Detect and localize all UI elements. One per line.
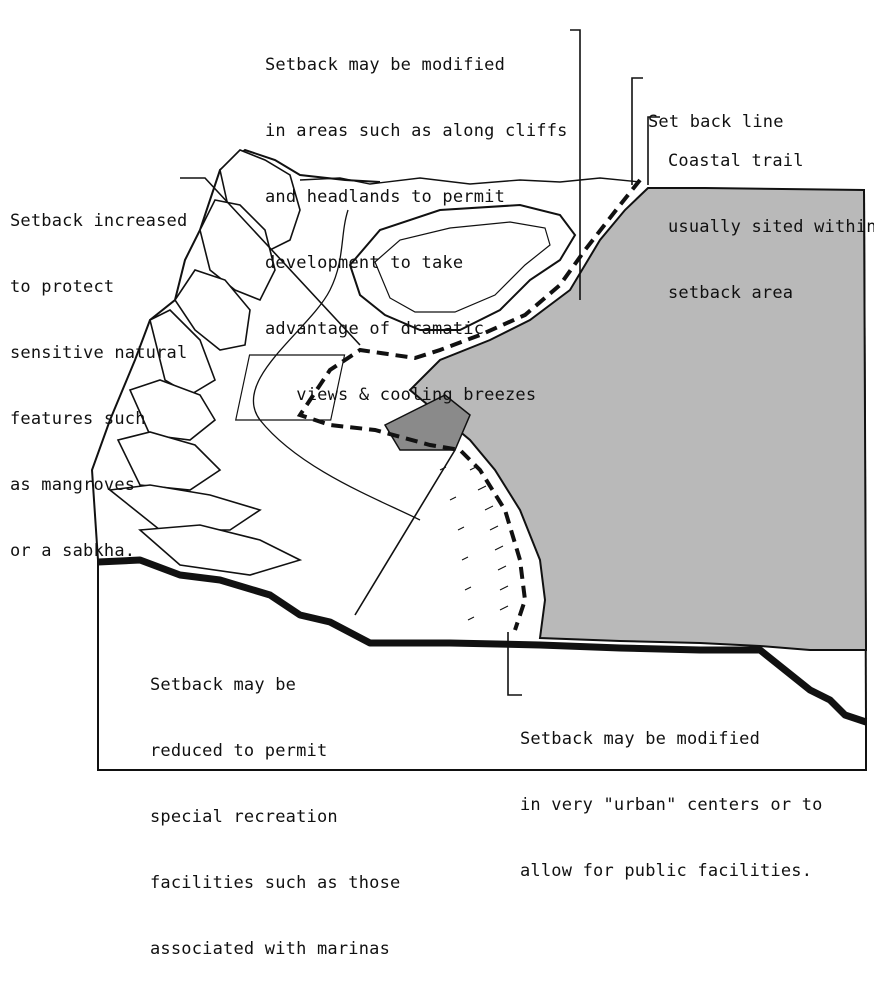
annotation-cliffs: Setback may be modified in areas such as…	[265, 10, 568, 428]
annotation-coastal-trail-line: usually sited within	[668, 216, 874, 238]
annotation-increased-line: sensitive natural	[10, 342, 187, 364]
annotation-urban-line: allow for public facilities.	[520, 860, 823, 882]
annotation-increased-line: to protect	[10, 276, 187, 298]
annotation-reduced-line: Setback may be	[150, 674, 400, 696]
annotation-reduced-line: reduced to permit	[150, 740, 400, 762]
annotation-reduced-line: special recreation	[150, 806, 400, 828]
annotation-setback-reduced: Setback may be reduced to permit special…	[150, 630, 400, 982]
annotation-reduced-line: associated with marinas	[150, 938, 400, 960]
annotation-urban-line: Setback may be modified	[520, 728, 823, 750]
annotation-cliffs-line: views & cooling breezes	[265, 384, 568, 406]
annotation-cliffs-line: development to take	[265, 252, 568, 274]
annotation-increased-line: Setback increased	[10, 210, 187, 232]
annotation-cliffs-line: Setback may be modified	[265, 54, 568, 76]
urban-center	[440, 466, 508, 620]
annotation-coastal-trail-line: Coastal trail	[668, 150, 874, 172]
annotation-setback-increased: Setback increased to protect sensitive n…	[10, 166, 187, 584]
annotation-increased-line: features such	[10, 408, 187, 430]
annotation-reduced-line: facilities such as those	[150, 872, 400, 894]
annotation-increased-line: as mangroves	[10, 474, 187, 496]
annotation-coastal-trail: Coastal trail usually sited within setba…	[668, 106, 874, 326]
annotation-cliffs-line: in areas such as along cliffs	[265, 120, 568, 142]
annotation-coastal-trail-line: setback area	[668, 282, 874, 304]
annotation-setback-urban: Setback may be modified in very "urban" …	[520, 684, 823, 904]
annotation-cliffs-line: and headlands to permit	[265, 186, 568, 208]
annotation-cliffs-line: advantage of dramatic	[265, 318, 568, 340]
annotation-urban-line: in very "urban" centers or to	[520, 794, 823, 816]
annotation-increased-line: or a sabkha.	[10, 540, 187, 562]
